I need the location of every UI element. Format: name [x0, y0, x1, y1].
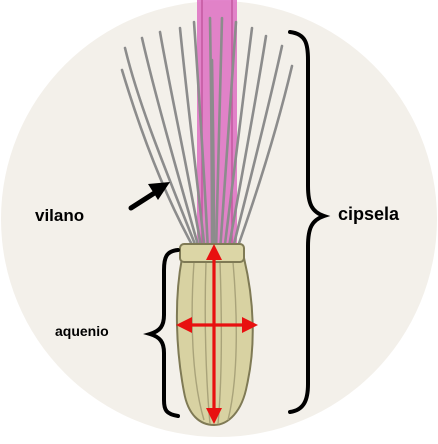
aquenio-label: aquenio: [55, 323, 109, 339]
cipsela-label: cipsela: [338, 204, 399, 225]
vilano-label: vilano: [35, 206, 84, 226]
